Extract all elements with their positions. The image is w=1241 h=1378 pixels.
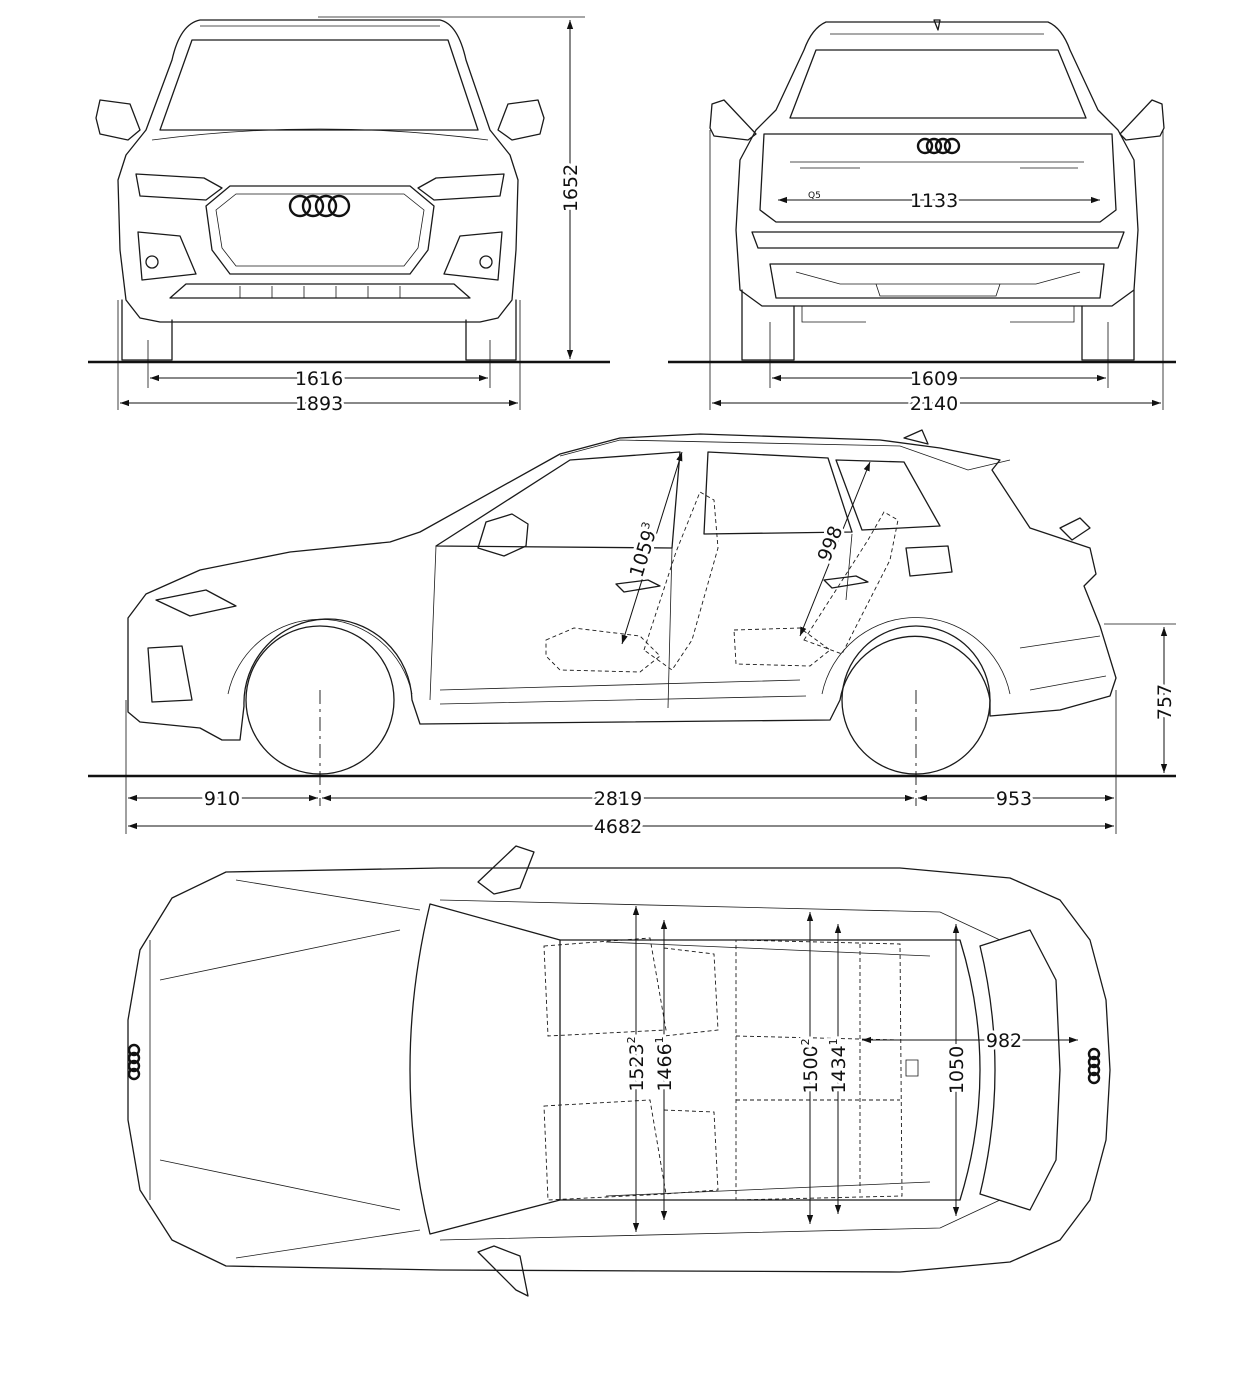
top-view: 15232 14661 15002 14341 1050 982: [127, 845, 1111, 1297]
side-view: 10593 998 757 910 2819 953 4682: [88, 429, 1179, 841]
front-headroom-label: 10593: [625, 520, 663, 580]
rear-light-cluster: [1059, 517, 1091, 541]
front-shoulder-value: 1523: [626, 1043, 648, 1091]
front-seat-backrest: [643, 491, 719, 671]
top-handle: [905, 1059, 919, 1077]
rear-view: Q5 1133 1609 2140: [668, 19, 1176, 418]
length-value: 4682: [594, 816, 642, 838]
front-track-value: 1616: [295, 368, 343, 390]
quarter-window: [835, 459, 941, 531]
four-rings-logo-icon: [288, 194, 351, 218]
rear-track-value: 1609: [910, 368, 958, 390]
rear-body-outline: [735, 21, 1139, 307]
top-right-mirror: [477, 1245, 529, 1297]
front-shoulder-label: 15232: [625, 1036, 648, 1091]
front-shoulder-note: 2: [625, 1036, 638, 1043]
loading-height-value: 757: [1154, 684, 1176, 720]
front-overhang-value: 910: [204, 788, 240, 810]
roof-antenna: [903, 429, 929, 445]
rear-tailgate: [759, 133, 1117, 223]
top-front-left-seat: [543, 937, 667, 1037]
side-front-intake: [147, 645, 193, 703]
cargo-length-value: 982: [986, 1030, 1022, 1052]
top-body-outline: [127, 867, 1111, 1273]
front-seat-cushion: [545, 627, 661, 673]
rear-elbow-value: 1434: [828, 1045, 850, 1093]
rear-bumper-upper: [751, 231, 1125, 249]
rear-door-handle: [823, 575, 869, 589]
wheelbase-value: 2819: [594, 788, 642, 810]
tailgate-width-value: 1133: [910, 190, 958, 212]
front-elbow-note: 1: [653, 1036, 666, 1043]
front-height-value: 1652: [560, 164, 582, 212]
rear-shoulder-label: 15002: [799, 1038, 822, 1093]
top-windshield: [409, 903, 561, 1235]
four-rings-logo-icon: [127, 1043, 141, 1081]
front-elbow-value: 1466: [654, 1043, 676, 1091]
front-lower-intake: [169, 283, 471, 299]
front-view: 1652 1616 1893: [88, 16, 610, 418]
front-width-value: 1893: [295, 393, 343, 415]
front-right-tire: [465, 299, 517, 361]
side-body-outline: [127, 433, 1117, 741]
front-windshield: [159, 39, 479, 131]
rear-shoulder-value: 1500: [800, 1045, 822, 1093]
fuel-flap: [905, 545, 953, 577]
four-rings-logo-icon: [1087, 1047, 1101, 1085]
rear-side-window: [703, 451, 853, 535]
top-left-mirror: [477, 845, 535, 895]
front-elbow-label: 14661: [653, 1036, 676, 1091]
front-left-tire: [121, 299, 173, 361]
rear-overhang-value: 953: [996, 788, 1032, 810]
top-roof: [559, 939, 981, 1201]
rear-left-mirror: [709, 99, 757, 141]
front-right-headlight: [417, 173, 505, 201]
rear-elbow-note: 1: [827, 1038, 840, 1045]
side-mirror: [477, 513, 529, 557]
cargo-width-value: 1050: [946, 1046, 968, 1094]
rear-elbow-label: 14341: [827, 1038, 850, 1093]
front-right-mirror: [497, 99, 545, 141]
top-rear-bench: [735, 939, 903, 1201]
front-door-handle: [615, 579, 661, 593]
front-right-fog-lamp-housing: [443, 231, 503, 281]
rear-diffuser: [769, 263, 1105, 299]
side-headlight: [155, 589, 237, 617]
rear-shoulder-note: 2: [799, 1038, 812, 1045]
top-rear-window: [979, 929, 1061, 1211]
rear-width-value: 2140: [910, 393, 958, 415]
front-body-outline: [117, 19, 519, 323]
rear-model-badge: Q5: [808, 191, 821, 201]
four-rings-logo-icon: [916, 137, 961, 155]
front-grille: [205, 185, 435, 275]
front-right-fog-lamp: [479, 255, 493, 269]
rear-right-mirror: [1119, 99, 1165, 141]
rear-headroom-dimension-line: [799, 461, 871, 637]
rear-headroom-value: 998: [813, 523, 847, 565]
front-left-fog-lamp-housing: [137, 231, 197, 281]
front-left-headlight: [135, 173, 223, 201]
front-left-mirror: [95, 99, 141, 141]
front-headroom-dimension-line: [621, 451, 683, 645]
front-left-fog-lamp: [145, 255, 159, 269]
rear-left-tire: [741, 289, 795, 361]
front-headroom-value: 1059: [626, 527, 661, 580]
top-front-right-seat: [543, 1099, 667, 1201]
rear-seat-cushion: [733, 627, 831, 667]
rear-window: [789, 49, 1087, 119]
rear-antenna: [933, 19, 941, 31]
